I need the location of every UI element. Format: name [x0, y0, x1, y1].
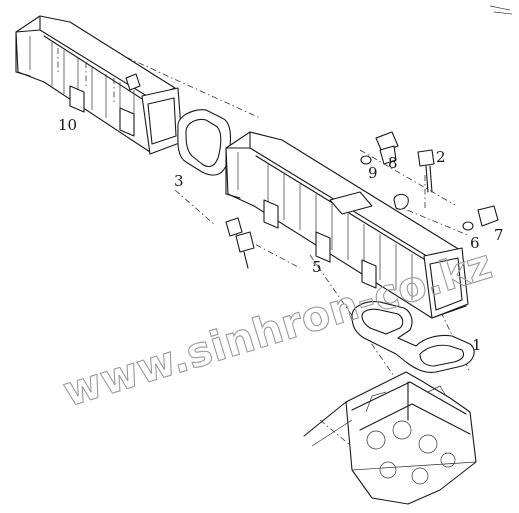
- label-part-3: 3: [174, 172, 184, 190]
- label-part-2: 2: [436, 148, 446, 166]
- label-part-8: 9: [368, 164, 378, 182]
- part-labels: 10 3 9 8 2 6 7 5 1: [58, 116, 504, 354]
- corner-marks: [489, 5, 513, 15]
- label-part-10: 10: [58, 116, 77, 134]
- gasket-middle: [177, 109, 232, 176]
- manifold-section-upper: [15, 15, 183, 155]
- label-part-9: 8: [388, 154, 398, 172]
- manifold-section-lower: [225, 131, 469, 319]
- label-part-7: 7: [494, 226, 504, 244]
- fastener-parts: [125, 73, 499, 269]
- cylinder-head: [303, 371, 477, 505]
- gasket-lower: [351, 301, 475, 373]
- label-part-5: 5: [312, 258, 322, 276]
- label-part-1: 1: [472, 336, 482, 354]
- label-part-6: 6: [470, 234, 480, 252]
